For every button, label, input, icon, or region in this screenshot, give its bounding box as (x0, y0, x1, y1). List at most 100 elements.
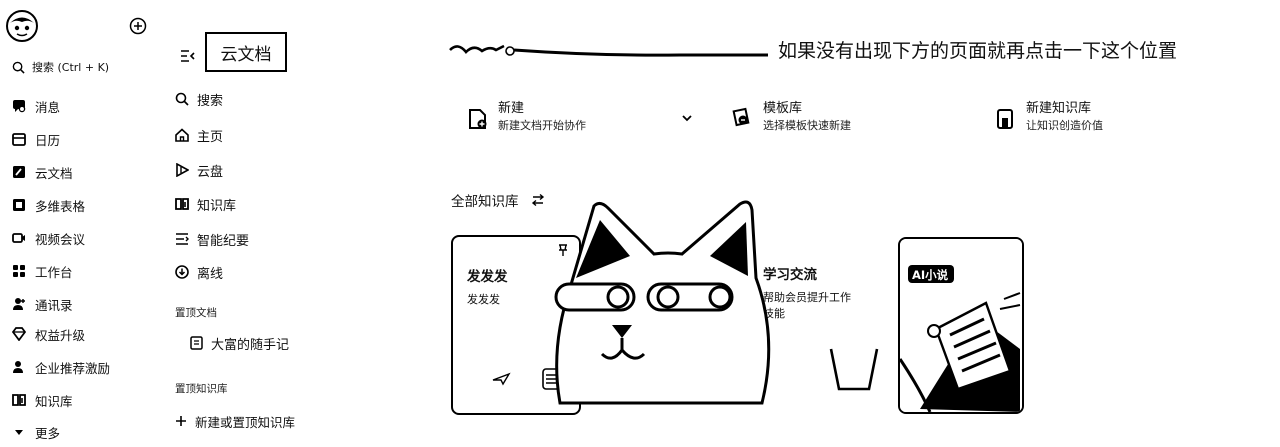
kb-card-title: 学习交流 (763, 267, 817, 283)
novel-illustration (900, 239, 1022, 412)
new-knowledge-base-action[interactable]: 新建知识库 让知识创造价值 (996, 100, 1103, 140)
doc-nav-label: 云盘 (197, 164, 224, 180)
collapse-sidebar-icon[interactable] (179, 49, 195, 63)
pinned-docs-heading: 置顶文档 (175, 307, 217, 319)
doc-nav-knowledge[interactable]: 知识库 (175, 194, 236, 214)
nav-label: 工作台 (35, 264, 73, 280)
app-sidebar: 搜索 (Ctrl + K) 消息 日历 云文档 多维表格 视频会议 工作台 通讯… (0, 0, 160, 447)
workspace-icon (13, 265, 25, 277)
nav-label: 云文档 (35, 165, 73, 181)
kb-card[interactable]: 学习交流 帮助会员提升工作 技能 (755, 235, 890, 415)
nav-label: 权益升级 (35, 327, 86, 343)
doc-nav-label: 离线 (197, 266, 224, 282)
ai-novel-badge: AI小说 (912, 268, 949, 282)
diamond-icon (12, 327, 26, 341)
doc-nav-home[interactable]: 主页 (175, 125, 223, 145)
new-kb-icon (997, 109, 1013, 129)
new-or-pin-kb-button[interactable]: 新建或置顶知识库 (175, 411, 295, 431)
nav-label: 知识库 (35, 393, 73, 409)
paper-plane-icon (492, 372, 511, 386)
smart-notes-icon (176, 233, 189, 245)
nav-label: 企业推荐激励 (35, 360, 111, 376)
chevron-down-icon[interactable] (680, 112, 694, 124)
doc-nav-label: 智能纪要 (197, 233, 250, 249)
nav-item-upgrade[interactable]: 权益升级 (12, 324, 85, 344)
kb-card-title: 发发发 (467, 269, 508, 285)
new-kb-label: 新建或置顶知识库 (195, 414, 296, 430)
doc-nav-label: 知识库 (197, 198, 237, 214)
kb-heading-label: 全部知识库 (451, 194, 519, 210)
kb-section-heading: 全部知识库 (451, 190, 545, 210)
nav-item-cloud-docs[interactable]: 云文档 (12, 162, 73, 182)
annotation-instruction: 如果没有出现下方的页面就再点击一下这个位置 (778, 40, 1178, 62)
drive-icon (176, 163, 189, 177)
template-library-action[interactable]: 模板库 选择模板快速新建 (731, 100, 851, 140)
add-icon[interactable] (129, 17, 147, 35)
nav-item-messages[interactable]: 消息 (12, 96, 60, 116)
doc-sidebar: 云文档 搜索 主页 云盘 知识库 智能纪要 离线 置顶文档 大富的随手记 置顶知… (165, 0, 435, 447)
doc-nav-label: 搜索 (197, 93, 224, 109)
calendar-icon (12, 133, 26, 146)
pinned-doc-item[interactable]: 大富的随手记 (190, 333, 289, 353)
caret-down-icon (15, 430, 23, 435)
offline-icon (175, 265, 189, 279)
action-title: 新建知识库 (1026, 101, 1092, 116)
pinned-kb-heading: 置顶知识库 (175, 383, 228, 395)
page-title: 云文档 (220, 44, 272, 65)
sort-icon[interactable] (531, 193, 545, 207)
nav-item-referral[interactable]: 企业推荐激励 (12, 357, 110, 377)
document-icon (190, 336, 203, 350)
contacts-icon (13, 298, 25, 310)
action-subtitle: 选择模板快速新建 (763, 119, 851, 132)
home-icon (175, 128, 189, 142)
kb-card-desc-line: 帮助会员提升工作 (763, 291, 851, 304)
doc-nav-label: 主页 (197, 129, 224, 145)
new-doc-icon (469, 109, 487, 129)
nav-label: 多维表格 (35, 198, 86, 214)
nav-label: 消息 (35, 99, 61, 115)
new-doc-action[interactable]: 新建 新建文档开始协作 (468, 100, 586, 140)
nav-label: 通讯录 (35, 297, 73, 313)
annotation-arrow-stroke (449, 44, 768, 57)
doc-sidebar-title: 云文档 (205, 32, 287, 72)
nav-label: 日历 (35, 132, 61, 148)
cat-sticker-illustration (554, 200, 771, 405)
knowledge-icon (12, 394, 26, 406)
doc-nav-search[interactable]: 搜索 (175, 89, 223, 109)
global-search[interactable]: 搜索 (Ctrl + K) (12, 58, 109, 76)
cup-illustration (829, 348, 879, 391)
plus-icon (176, 416, 186, 426)
nav-label: 更多 (35, 425, 61, 441)
nav-item-contacts[interactable]: 通讯录 (12, 294, 73, 314)
nav-item-multi-table[interactable]: 多维表格 (12, 195, 85, 215)
nav-item-workspace[interactable]: 工作台 (12, 261, 73, 281)
nav-item-knowledge[interactable]: 知识库 (12, 390, 73, 410)
multi-table-icon (13, 199, 25, 211)
nav-item-calendar[interactable]: 日历 (12, 129, 60, 149)
doc-nav-offline[interactable]: 离线 (175, 262, 223, 282)
action-title: 新建 (498, 101, 525, 116)
search-icon (12, 61, 25, 74)
kb-card-desc-line: 技能 (763, 307, 785, 320)
search-icon (175, 92, 189, 106)
action-subtitle: 新建文档开始协作 (498, 119, 586, 132)
video-icon (12, 233, 25, 243)
nav-label: 视频会议 (35, 231, 86, 247)
kb-card[interactable]: AI小说 (898, 237, 1024, 414)
action-subtitle: 让知识创造价值 (1026, 119, 1103, 132)
referral-icon (13, 361, 23, 373)
knowledge-icon (175, 198, 189, 210)
doc-nav-smart-notes[interactable]: 智能纪要 (175, 229, 249, 249)
action-title: 模板库 (763, 101, 803, 116)
avatar[interactable] (6, 10, 38, 42)
nav-item-more[interactable]: 更多 (12, 422, 60, 442)
global-search-label: 搜索 (Ctrl + K) (32, 61, 110, 74)
pin-icon[interactable] (557, 243, 569, 257)
kb-card-desc: 发发发 (467, 293, 500, 306)
message-icon (13, 100, 26, 113)
kb-card-desc: 帮助会员提升工作 技能 (763, 290, 851, 322)
doc-nav-drive[interactable]: 云盘 (175, 160, 223, 180)
nav-item-video-meeting[interactable]: 视频会议 (12, 228, 85, 248)
template-icon (732, 107, 750, 127)
pinned-doc-label: 大富的随手记 (211, 337, 290, 353)
